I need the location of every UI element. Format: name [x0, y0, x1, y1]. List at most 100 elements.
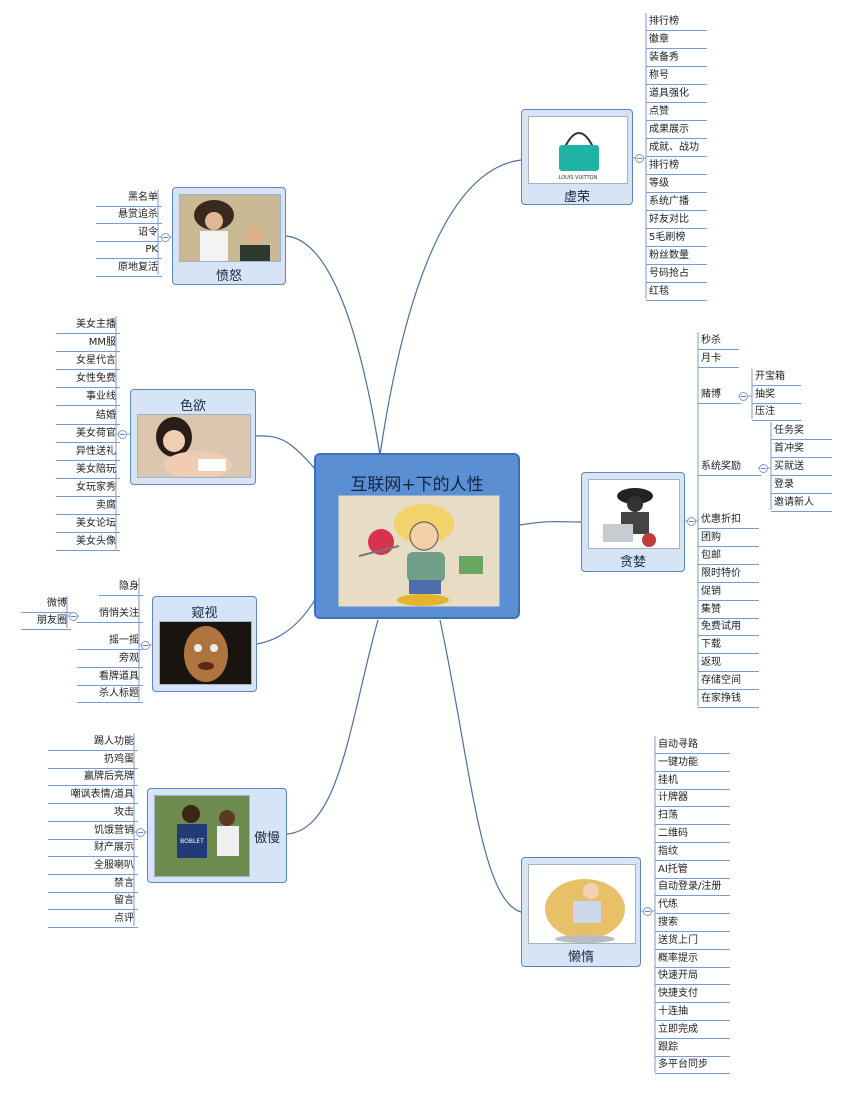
leaf-item[interactable]: 集赞: [698, 602, 759, 619]
leaf-item[interactable]: 红毯: [646, 284, 707, 301]
leaf-item[interactable]: 女玩家秀: [56, 480, 120, 497]
leaf-item[interactable]: 装备秀: [646, 50, 707, 67]
greed-gamble-collapse-toggle[interactable]: [739, 392, 748, 401]
leaf-item[interactable]: 送货上门: [655, 933, 730, 950]
leaf-item[interactable]: 好友对比: [646, 212, 707, 229]
sloth-node[interactable]: 懒惰: [521, 857, 641, 967]
leaf-item[interactable]: 点评: [48, 911, 138, 928]
leaf-item[interactable]: 邀请新人: [771, 495, 832, 512]
leaf-item[interactable]: 跟踪: [655, 1040, 730, 1057]
leaf-item[interactable]: 女性免费: [56, 371, 120, 389]
leaf-item[interactable]: 嘲讽表情/道具: [48, 787, 138, 805]
leaf-item[interactable]: 扫荡: [655, 808, 730, 826]
leaf-item[interactable]: MM服: [56, 335, 120, 353]
leaf-item[interactable]: 自动寻路: [655, 737, 730, 754]
leaf-item[interactable]: AI托管: [655, 862, 730, 879]
leaf-item[interactable]: 挂机: [655, 773, 730, 790]
anger-collapse-toggle[interactable]: [161, 233, 170, 242]
leaf-item[interactable]: 悬赏追杀: [96, 207, 162, 225]
vanity-collapse-toggle[interactable]: [635, 154, 644, 163]
leaf-item[interactable]: 踢人功能: [48, 734, 138, 751]
leaf-item[interactable]: 排行榜: [646, 14, 707, 31]
leaf-item[interactable]: 美女头像: [56, 534, 120, 552]
leaf-item[interactable]: 全服喇叭: [48, 858, 138, 875]
leaf-item[interactable]: 杀人标题: [77, 686, 143, 704]
leaf-item[interactable]: 道具强化: [646, 86, 707, 103]
anger-node[interactable]: 愤怒: [172, 187, 286, 285]
leaf-item[interactable]: 排行榜: [646, 158, 707, 175]
leaf-item[interactable]: 促销: [698, 584, 759, 601]
leaf-item[interactable]: 返现: [698, 655, 759, 673]
leaf-item[interactable]: 微博: [21, 596, 71, 613]
leaf-item[interactable]: 事业线: [56, 389, 120, 407]
leaf-item[interactable]: 财产展示: [48, 840, 138, 858]
pride-node[interactable]: BOBLET 傲慢: [147, 788, 287, 883]
leaf-item[interactable]: 美女主播: [56, 317, 120, 334]
leaf-item[interactable]: 原地复活: [96, 260, 162, 277]
leaf-item[interactable]: 多平台同步: [655, 1057, 730, 1075]
leaf-item[interactable]: 女星代言: [56, 353, 120, 371]
greed-reward-collapse-toggle[interactable]: [759, 464, 768, 473]
leaf-item[interactable]: 美女荷官: [56, 426, 120, 443]
leaf-item[interactable]: 系统广播: [646, 194, 707, 211]
leaf-item[interactable]: 下载: [698, 637, 759, 655]
leaf-item[interactable]: 二维码: [655, 826, 730, 843]
leaf-item[interactable]: 成就、战功: [646, 140, 707, 157]
leaf-item[interactable]: 抽奖: [752, 387, 801, 404]
greed-collapse-toggle[interactable]: [687, 517, 696, 526]
leaf-item[interactable]: 悄悄关注: [77, 606, 143, 623]
leaf-item[interactable]: 赢牌后亮牌: [48, 769, 138, 787]
leaf-item[interactable]: 徽章: [646, 32, 707, 49]
lust-collapse-toggle[interactable]: [118, 430, 127, 439]
leaf-item[interactable]: 5毛刷榜: [646, 230, 707, 247]
leaf-item[interactable]: 存储空间: [698, 673, 759, 691]
leaf-item[interactable]: 摇一摇: [77, 633, 143, 650]
leaf-item[interactable]: 赌博: [698, 387, 741, 404]
peep-collapse-toggle[interactable]: [141, 641, 150, 650]
leaf-item[interactable]: 留言: [48, 893, 138, 911]
leaf-item[interactable]: 买就送: [771, 459, 832, 476]
leaf-item[interactable]: 开宝箱: [752, 369, 801, 386]
leaf-item[interactable]: 粉丝数量: [646, 248, 707, 265]
leaf-item[interactable]: 自动登录/注册: [655, 879, 730, 897]
leaf-item[interactable]: 限时特价: [698, 566, 759, 583]
leaf-item[interactable]: 号码抢占: [646, 266, 707, 283]
leaf-item[interactable]: 十连抽: [655, 1004, 730, 1021]
leaf-item[interactable]: 等级: [646, 176, 707, 193]
leaf-item[interactable]: 指纹: [655, 844, 730, 861]
leaf-item[interactable]: 美女论坛: [56, 516, 120, 534]
leaf-item[interactable]: 系统奖励: [698, 459, 761, 476]
leaf-item[interactable]: 概率提示: [655, 951, 730, 968]
leaf-item[interactable]: 免费试用: [698, 619, 759, 637]
leaf-item[interactable]: 饥饿营销: [48, 823, 138, 840]
leaf-item[interactable]: 扔鸡蛋: [48, 752, 138, 769]
leaf-item[interactable]: 禁言: [48, 876, 138, 893]
leaf-item[interactable]: 诏令: [96, 225, 162, 242]
central-topic[interactable]: 互联网+下的人性: [314, 453, 520, 619]
leaf-item[interactable]: 团购: [698, 530, 759, 547]
leaf-item[interactable]: 隐身: [99, 579, 143, 596]
leaf-item[interactable]: 压注: [752, 404, 801, 421]
leaf-item[interactable]: 代练: [655, 897, 730, 915]
leaf-item[interactable]: 包邮: [698, 548, 759, 565]
leaf-item[interactable]: 一键功能: [655, 755, 730, 772]
leaf-item[interactable]: PK: [96, 242, 162, 260]
leaf-item[interactable]: 快捷支付: [655, 986, 730, 1004]
leaf-item[interactable]: 黑名单: [96, 190, 162, 207]
leaf-item[interactable]: 计牌器: [655, 790, 730, 808]
leaf-item[interactable]: 搜索: [655, 915, 730, 932]
greed-node[interactable]: 贪婪: [581, 472, 685, 572]
leaf-item[interactable]: 成果展示: [646, 122, 707, 139]
leaf-item[interactable]: 看牌道具: [77, 669, 143, 686]
leaf-item[interactable]: 立即完成: [655, 1022, 730, 1039]
leaf-item[interactable]: 称号: [646, 68, 707, 85]
leaf-item[interactable]: 朋友圈: [21, 613, 71, 630]
leaf-item[interactable]: 攻击: [48, 805, 138, 822]
leaf-item[interactable]: 登录: [771, 477, 832, 494]
peep-follow-collapse-toggle[interactable]: [69, 612, 78, 621]
leaf-item[interactable]: 美女陪玩: [56, 462, 120, 479]
leaf-item[interactable]: 月卡: [698, 351, 739, 368]
leaf-item[interactable]: 任务奖: [771, 423, 832, 440]
peep-node[interactable]: 窥视: [152, 596, 257, 692]
leaf-item[interactable]: 在家挣钱: [698, 691, 759, 708]
